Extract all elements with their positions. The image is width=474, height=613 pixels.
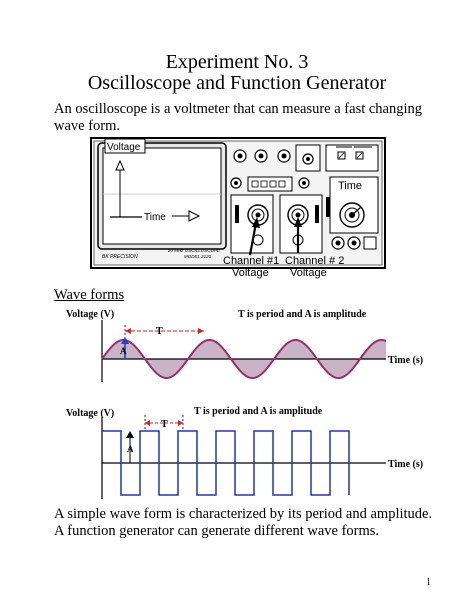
model-label-line2: MODEL 2120 — [184, 254, 212, 259]
channel1-label-line2: Voltage — [232, 267, 269, 279]
section-heading-wave-forms: Wave forms — [54, 287, 125, 303]
square-caption: T is period and A is amplitude — [194, 406, 323, 417]
voltage-arrowhead — [115, 159, 125, 171]
closing-paragraph-line1: A simple wave form is characterized by i… — [54, 506, 433, 522]
intro-paragraph-line1: An oscilloscope is a voltmeter that can … — [54, 101, 423, 117]
sine-wave-line — [101, 339, 387, 379]
channel1-label-line1: Channel #1 — [223, 255, 279, 267]
time-arrowhead — [188, 210, 201, 222]
screen — [102, 147, 222, 245]
document-title-line1: Experiment No. 3 — [165, 51, 309, 73]
square-period-label: T — [161, 419, 168, 430]
knob-time-label: Time — [338, 180, 362, 192]
model-label-line1: 20 MHz OSCILLOSCOPE — [167, 248, 221, 253]
sine-caption: T is period and A is amplitude — [238, 309, 367, 320]
brand-label: BK PRECISION — [102, 254, 138, 260]
sine-xlabel: Time (s) — [388, 355, 423, 366]
sine-period-label: T — [156, 326, 163, 337]
voltage-label-box — [104, 138, 146, 154]
square-xlabel: Time (s) — [388, 459, 423, 470]
page-number: 1 — [426, 577, 431, 588]
square-wave-figure: Voltage (V) T is period and A is amplitu… — [66, 406, 423, 499]
square-amplitude-label: A — [127, 444, 134, 454]
channel2-switch — [315, 205, 319, 223]
channel1-arrow — [248, 222, 258, 256]
sine-amplitude-label: A — [120, 346, 127, 356]
document-title-line2: Oscilloscope and Function Generator — [87, 72, 387, 94]
oscilloscope-illustration: Voltage Time BK PRECISION 20 MHz OSCILLO… — [90, 137, 386, 279]
channel2-label-line1: Channel # 2 — [285, 255, 344, 267]
sine-wave-figure: Voltage (V) T is period and A is amplitu… — [66, 309, 423, 382]
channel2-label-line2: Voltage — [290, 267, 327, 279]
square-wave-line — [102, 430, 350, 496]
square-ylabel: Voltage (V) — [66, 408, 114, 419]
sine-ylabel: Voltage (V) — [66, 309, 114, 320]
closing-paragraph-line2: A function generator can generate differ… — [54, 523, 380, 539]
trigger-panel — [325, 144, 379, 172]
screen-voltage-label: Voltage — [107, 142, 141, 153]
channel1-switch — [235, 205, 239, 223]
intro-paragraph-line2: wave form. — [54, 118, 121, 134]
screen-time-label: Time — [144, 212, 166, 223]
